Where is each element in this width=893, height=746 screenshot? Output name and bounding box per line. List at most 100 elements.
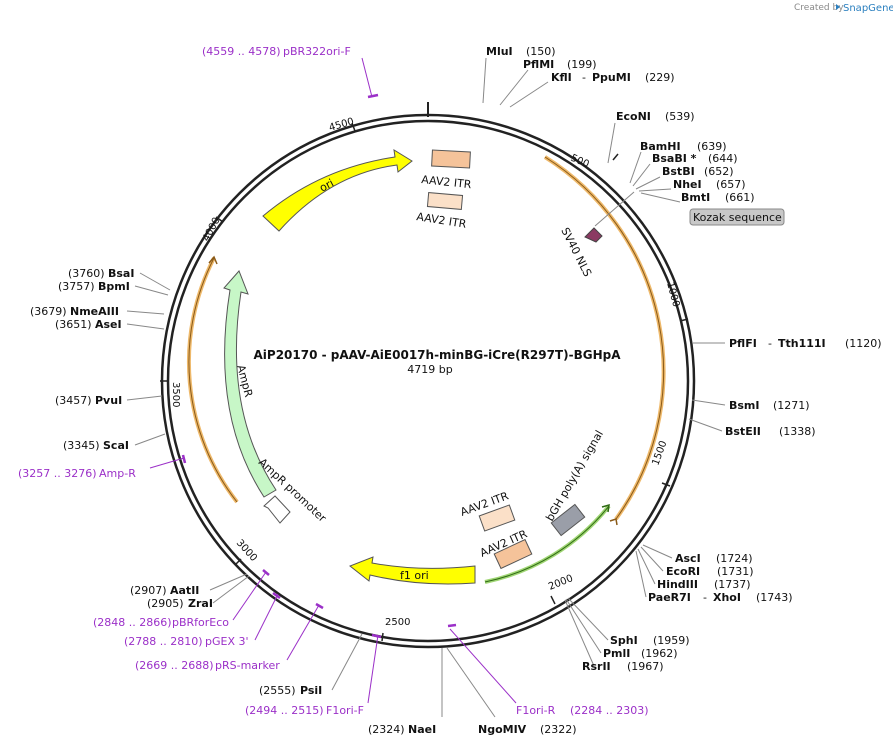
site-sphi[interactable]: SphI (1959) bbox=[610, 634, 690, 647]
site-paer7i-xhoi[interactable]: PaeR7I - XhoI (1743) bbox=[648, 591, 793, 604]
site-mlui[interactable]: MluI (150) bbox=[486, 45, 556, 58]
primer-name: Amp-R bbox=[99, 467, 136, 480]
primer-range: (2284 .. 2303) bbox=[570, 704, 649, 717]
site-name: AatII bbox=[170, 584, 199, 597]
site-rsrii[interactable]: RsrII (1967) bbox=[582, 660, 664, 673]
primer-f1ori-r[interactable]: F1ori-R (2284 .. 2303) bbox=[516, 704, 649, 717]
bgh-box bbox=[550, 503, 586, 537]
site-aatii[interactable]: (2907) AatII bbox=[130, 584, 199, 597]
snapgene-logo-icon bbox=[836, 4, 840, 10]
primer-f1ori-f[interactable]: (2494 .. 2515) F1ori-F bbox=[245, 704, 364, 717]
ori-label: ori bbox=[317, 176, 336, 194]
ori-arrow bbox=[262, 149, 413, 232]
site-naei[interactable]: (2324) NaeI bbox=[368, 723, 436, 736]
site-asci[interactable]: AscI (1724) bbox=[675, 552, 753, 565]
site-psii[interactable]: (2555) PsiI bbox=[259, 684, 322, 697]
sv40-nls-arrow bbox=[584, 227, 603, 243]
site-pflfi-tth111i[interactable]: PflFI - Tth111I (1120) bbox=[729, 337, 882, 350]
site-econi[interactable]: EcoNI (539) bbox=[616, 110, 695, 123]
site-name: EcoNI bbox=[616, 110, 651, 123]
site-name: EcoRI bbox=[666, 565, 700, 578]
site-kfli-ppumi[interactable]: KflI - PpuMI (229) bbox=[551, 71, 675, 84]
primer-range: (4559 .. 4578) bbox=[202, 45, 281, 58]
site-name: PflMI bbox=[523, 58, 554, 71]
plasmid-length: 4719 bp bbox=[407, 363, 452, 376]
site-ngomiv[interactable]: NgoMIV (2322) bbox=[478, 723, 577, 736]
itr-top-1-box bbox=[431, 149, 471, 169]
primer-range: (2848 .. 2866) bbox=[93, 616, 172, 629]
site-bstbi[interactable]: BstBI (652) bbox=[662, 165, 734, 178]
site-pos: (3679) bbox=[30, 305, 67, 318]
site-ecori[interactable]: EcoRI (1731) bbox=[666, 565, 754, 578]
site-bamhi[interactable]: BamHI (639) bbox=[640, 140, 727, 153]
credit-brand: SnapGene bbox=[843, 3, 893, 14]
plasmid-title: AiP20170 - pAAV-AiE0017h-minBG-iCre(R297… bbox=[254, 348, 622, 362]
primer-name: pBR322ori-F bbox=[283, 45, 351, 58]
site-pmli[interactable]: PmlI (1962) bbox=[603, 647, 678, 660]
primer-amp-r[interactable]: (3257 .. 3276) Amp-R bbox=[18, 467, 136, 480]
tick-label-500: 500 bbox=[569, 153, 591, 171]
primer-name: F1ori-F bbox=[326, 704, 364, 717]
site-name: BsaBI * bbox=[652, 152, 697, 165]
site-pos: (1271) bbox=[773, 399, 810, 412]
site-pos: (2324) bbox=[368, 723, 405, 736]
site-nhei[interactable]: NheI (657) bbox=[673, 178, 746, 191]
site-asei[interactable]: (3651) AseI bbox=[55, 318, 122, 331]
site-name: NaeI bbox=[408, 723, 436, 736]
tick-label-3000: 3000 bbox=[234, 538, 259, 564]
promoter-arc-line bbox=[484, 505, 610, 583]
site-name: BstBI bbox=[662, 165, 695, 178]
site-bsteii[interactable]: BstEII (1338) bbox=[725, 425, 816, 438]
primer-range: (3257 .. 3276) bbox=[18, 467, 97, 480]
itr-top-1-label: AAV2 ITR bbox=[421, 173, 473, 191]
site-name: BstEII bbox=[725, 425, 761, 438]
site-pos: (2907) bbox=[130, 584, 167, 597]
promoter-arc-head bbox=[601, 503, 610, 513]
site-name: BamHI bbox=[640, 140, 681, 153]
cds-arc-left-line bbox=[188, 257, 238, 503]
f1-ori-arrow bbox=[349, 556, 476, 585]
site-bmti[interactable]: BmtI (661) bbox=[681, 191, 755, 204]
site-name-2: Tth111I bbox=[778, 337, 826, 350]
primer-pbrforeco[interactable]: (2848 .. 2866) pBRforEco bbox=[93, 616, 229, 629]
site-nmeaiii[interactable]: (3679) NmeAIII bbox=[30, 305, 119, 318]
site-zrai[interactable]: (2905) ZraI bbox=[147, 597, 213, 610]
site-pos: (644) bbox=[708, 152, 738, 165]
site-name-2: PpuMI bbox=[592, 71, 631, 84]
primer-pgex-3[interactable]: (2788 .. 2810) pGEX 3' bbox=[124, 635, 249, 648]
site-name: KflI bbox=[551, 71, 572, 84]
primer-leader-lines bbox=[149, 57, 517, 704]
site-pos: (3760) bbox=[68, 267, 105, 280]
primer-prs-marker[interactable]: (2669 .. 2688) pRS-marker bbox=[135, 659, 280, 672]
primer-range: (2669 .. 2688) bbox=[135, 659, 214, 672]
primer-name: pGEX 3' bbox=[205, 635, 249, 648]
site-bsai[interactable]: (3760) BsaI bbox=[68, 267, 134, 280]
kozak-box[interactable] bbox=[689, 208, 785, 226]
itr-bottom-1-box bbox=[478, 504, 516, 532]
cds-arc-right-head bbox=[609, 518, 618, 526]
site-pos: (1120) bbox=[845, 337, 882, 350]
site-name: HindIII bbox=[657, 578, 698, 591]
primer-pbr322ori-f[interactable]: (4559 .. 4578) pBR322ori-F bbox=[202, 45, 351, 58]
site-pvui[interactable]: (3457) PvuI bbox=[55, 394, 122, 407]
site-name: ZraI bbox=[188, 597, 213, 610]
site-bsmi[interactable]: BsmI (1271) bbox=[729, 399, 810, 412]
itr-top-2-box bbox=[426, 192, 464, 210]
site-bsabi[interactable]: BsaBI * (644) bbox=[652, 152, 738, 165]
site-pos: (539) bbox=[665, 110, 695, 123]
site-pflmi[interactable]: PflMI (199) bbox=[523, 58, 597, 71]
tick-marks bbox=[160, 122, 689, 642]
site-pos: (3651) bbox=[55, 318, 92, 331]
site-pos: (1967) bbox=[627, 660, 664, 673]
f1-ori-label: f1 ori bbox=[400, 569, 429, 582]
site-name: PflFI bbox=[729, 337, 757, 350]
site-scai[interactable]: (3345) ScaI bbox=[63, 439, 129, 452]
site-pos: (657) bbox=[716, 178, 746, 191]
itr-bottom-2-box bbox=[493, 538, 533, 570]
ampr-arrow bbox=[223, 270, 277, 498]
site-bpmi[interactable]: (3757) BpmI bbox=[58, 280, 130, 293]
tick-label-4500: 4500 bbox=[328, 116, 355, 134]
site-hindiii[interactable]: HindIII (1737) bbox=[657, 578, 751, 591]
tick-label-2500: 2500 bbox=[385, 617, 410, 628]
